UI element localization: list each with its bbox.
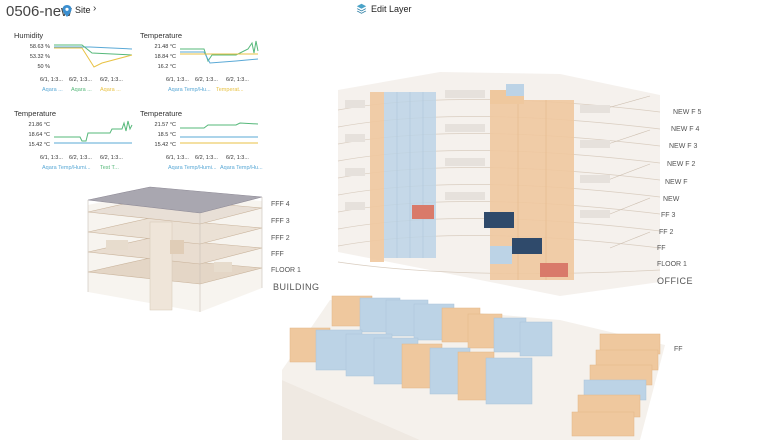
site-breadcrumb[interactable]: Site <box>75 5 91 15</box>
building-floor-label[interactable]: FFF 3 <box>271 218 290 225</box>
chart-plot <box>54 120 133 144</box>
y-tick: 15.42 °C <box>154 142 176 148</box>
x-tick: 6/2, 1:3... <box>100 77 123 83</box>
x-tick: 6/2, 1:3... <box>195 155 218 161</box>
office-floor-label[interactable]: NEW F 4 <box>671 126 700 133</box>
temperature-chart-2[interactable]: Temperature 21.86 °C 18.64 °C 15.42 °C 6… <box>14 109 136 181</box>
building-floor-label[interactable]: FFF 4 <box>271 201 290 208</box>
office-floor-label[interactable]: FF 2 <box>659 229 674 236</box>
building-model[interactable] <box>87 186 263 312</box>
office-floor-label[interactable]: NEW F 3 <box>669 143 698 150</box>
y-tick: 21.86 °C <box>28 122 50 128</box>
office-floor-label[interactable]: NEW F <box>665 179 688 186</box>
legend-item[interactable]: Aqara ... <box>100 87 121 93</box>
y-tick: 18.64 °C <box>28 132 50 138</box>
y-tick: 53.32 % <box>29 54 50 60</box>
warehouse-model[interactable] <box>282 295 665 440</box>
legend-item[interactable]: Aqara Temp/Hu... <box>220 165 263 171</box>
chart-plot <box>180 122 259 144</box>
x-tick: 6/2, 1:3... <box>195 77 218 83</box>
x-tick: 6/2, 1:3... <box>226 155 249 161</box>
chart-title: Temperature <box>140 31 183 40</box>
chart-title: Temperature <box>14 109 57 118</box>
y-tick: 18.5 °C <box>157 132 176 138</box>
x-tick: 6/1, 1:3... <box>40 77 63 83</box>
y-tick: 21.57 °C <box>154 122 176 128</box>
office-floor-label[interactable]: FF <box>657 245 666 252</box>
x-tick: 6/1, 1:3... <box>166 77 189 83</box>
legend-item[interactable]: Aqara Temp/Humi... <box>42 165 91 171</box>
page-title: 0506-new <box>6 3 72 20</box>
x-tick: 6/2, 1:3... <box>226 77 249 83</box>
office-name-label[interactable]: OFFICE <box>657 276 693 286</box>
office-floor-label[interactable]: NEW F 2 <box>667 161 696 168</box>
office-floor-label[interactable]: FF 3 <box>661 212 676 219</box>
edit-layer-button[interactable]: Edit Layer <box>356 3 412 14</box>
x-tick: 6/1, 1:3... <box>166 155 189 161</box>
legend-item[interactable]: Temperat... <box>216 87 244 93</box>
y-tick: 15.42 °C <box>28 142 50 148</box>
chart-plot <box>54 44 133 68</box>
chart-title: Humidity <box>14 31 44 40</box>
humidity-chart[interactable]: Humidity 58.63 % 53.32 % 50 % 6/1, 1:3..… <box>14 31 136 103</box>
x-tick: 6/1, 1:3... <box>40 155 63 161</box>
edit-layer-label: Edit Layer <box>371 3 412 14</box>
top-bar: 0506-new Site › Edit Layer <box>0 0 760 22</box>
x-tick: 6/2, 1:3... <box>69 77 92 83</box>
chart-title: Temperature <box>140 109 183 118</box>
chevron-right-icon[interactable]: › <box>93 3 97 14</box>
temperature-chart-3[interactable]: Temperature 21.57 °C 18.5 °C 15.42 °C 6/… <box>140 109 263 181</box>
office-floor-label[interactable]: FLOOR 1 <box>657 261 687 268</box>
legend-item[interactable]: Test T... <box>100 165 119 171</box>
legend-item[interactable]: Aqara Temp/Humi... <box>168 165 217 171</box>
legend-item[interactable]: Aqara ... <box>42 87 63 93</box>
y-tick: 18.84 °C <box>154 54 176 60</box>
chart-plot <box>180 40 259 64</box>
temperature-chart-1[interactable]: Temperature 21.48 °C 18.84 °C 16.2 °C 6/… <box>140 31 262 103</box>
office-floor-label[interactable]: NEW F 5 <box>673 109 702 116</box>
y-tick: 58.63 % <box>29 44 50 50</box>
legend-item[interactable]: Aqara ... <box>71 87 92 93</box>
location-pin-icon <box>62 5 72 17</box>
office-model[interactable] <box>337 72 661 296</box>
building-name-label[interactable]: BUILDING <box>273 282 320 292</box>
layers-icon <box>356 3 367 14</box>
y-tick: 50 % <box>37 64 50 70</box>
building-floor-label[interactable]: FFF <box>271 251 284 258</box>
legend-item[interactable]: Aqara Temp/Hu... <box>168 87 211 93</box>
x-tick: 6/2, 1:3... <box>100 155 123 161</box>
y-tick: 21.48 °C <box>154 44 176 50</box>
x-tick: 6/2, 1:3... <box>69 155 92 161</box>
building-floor-label[interactable]: FFF 2 <box>271 235 290 242</box>
office-floor-label[interactable]: NEW <box>663 196 680 203</box>
warehouse-floor-label[interactable]: FF <box>674 346 683 353</box>
building-floor-label[interactable]: FLOOR 1 <box>271 267 301 274</box>
y-tick: 16.2 °C <box>157 64 176 70</box>
